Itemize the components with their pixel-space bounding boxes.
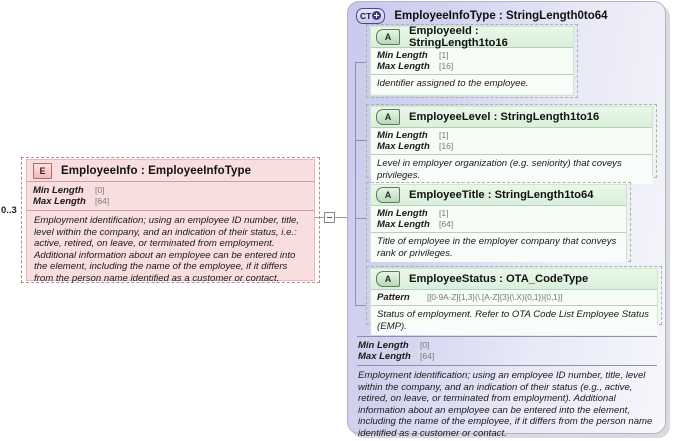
facet-value: [0] <box>95 185 105 195</box>
facet-name: Max Length <box>377 141 430 152</box>
complextype-header: CT EmployeeInfoType : StringLength0to64 <box>348 2 665 24</box>
facet-name: Min Length <box>33 185 84 196</box>
attribute-box-employeeid[interactable]: A EmployeeId : StringLength1to16 Min Len… <box>370 25 574 96</box>
facet-value: [[0-9A-Z]{1,3}(\.[A-Z]{3}(\.X){0,1}){0,1… <box>427 292 563 302</box>
attribute-badge-icon: A <box>376 187 400 203</box>
complextype-facets: Min Length [0] Max Length [64] <box>357 336 657 366</box>
facet-row: Min Length [0] <box>358 340 657 351</box>
attribute-facets: Min Length [1] Max Length [16] <box>371 128 652 155</box>
element-documentation: Employment identification; using an empl… <box>34 215 300 284</box>
element-title: EmployeeInfo : EmployeeInfoType <box>61 164 252 177</box>
attribute-title: EmployeeId : StringLength1to16 <box>409 25 508 49</box>
connector-stub <box>315 217 324 218</box>
facet-value: [64] <box>420 351 435 361</box>
facet-row: Min Length [1] <box>377 208 626 219</box>
facet-value: [64] <box>439 219 454 229</box>
facet-row: Max Length [16] <box>377 61 573 72</box>
complextype-documentation: Employment identification; using an empl… <box>358 370 653 439</box>
facet-row: Max Length [64] <box>377 219 626 230</box>
attribute-header: A EmployeeLevel : StringLength1to16 <box>371 107 652 128</box>
attribute-facets: Min Length [1] Max Length [64] <box>371 206 626 233</box>
facet-name: Max Length <box>33 196 86 207</box>
tree-branch-4 <box>355 305 366 306</box>
attribute-box-employeetitle[interactable]: A EmployeeTitle : StringLength1to64 Min … <box>370 184 627 263</box>
tree-branch-1 <box>355 62 366 63</box>
facet-value: [64] <box>95 196 110 206</box>
attribute-facets: Min Length [1] Max Length [16] <box>371 48 573 75</box>
attribute-badge-icon: A <box>376 29 400 45</box>
element-facets: Min Length [0] Max Length [64] <box>27 182 314 211</box>
complextype-bottom-block: Min Length [0] Max Length [64] Employmen… <box>357 336 657 440</box>
facet-row: Pattern [[0-9A-Z]{1,3}(\.[A-Z]{3}(\.X){0… <box>377 292 657 303</box>
facet-value: [1] <box>439 208 449 218</box>
attribute-documentation: Level in employer organization (e.g. sen… <box>371 155 652 185</box>
facet-name: Max Length <box>377 61 430 72</box>
attribute-badge-icon: A <box>376 109 400 125</box>
attribute-badge-icon: A <box>376 271 400 287</box>
facet-row: Max Length [16] <box>377 141 652 152</box>
facet-name: Min Length <box>377 130 428 141</box>
facet-row: Max Length [64] <box>358 351 657 362</box>
facet-name: Pattern <box>377 292 410 303</box>
attribute-documentation: Title of employee in the employer compan… <box>371 233 626 263</box>
tree-trunk-line <box>355 62 356 305</box>
attribute-dashed-outline-employeeid <box>366 24 578 98</box>
attribute-title: EmployeeTitle : StringLength1to64 <box>409 189 594 201</box>
facet-value: [16] <box>439 61 454 71</box>
attribute-title: EmployeeStatus : OTA_CodeType <box>409 273 589 285</box>
attribute-box-employeelevel[interactable]: A EmployeeLevel : StringLength1to16 Min … <box>370 106 653 185</box>
attribute-header: A EmployeeId : StringLength1to16 <box>371 25 573 49</box>
element-header: E EmployeeInfo : EmployeeInfoType <box>27 160 314 182</box>
attribute-header: A EmployeeTitle : StringLength1to64 <box>371 185 626 206</box>
element-box-employeeinfo[interactable]: E EmployeeInfo : EmployeeInfoType Min Le… <box>26 159 315 284</box>
tree-branch-2 <box>355 140 366 141</box>
facet-value: [0] <box>420 340 430 350</box>
complextype-badge-icon: CT <box>356 7 386 24</box>
complextype-title: EmployeeInfoType : StringLength0to64 <box>394 9 608 22</box>
expand-plus-icon[interactable] <box>372 11 382 20</box>
facet-value: [16] <box>439 141 454 151</box>
tree-branch-3 <box>355 218 366 219</box>
element-badge-icon: E <box>33 162 52 179</box>
facet-name: Min Length <box>358 340 409 351</box>
attribute-facets: Pattern [[0-9A-Z]{1,3}(\.[A-Z]{3}(\.X){0… <box>371 290 657 306</box>
facet-row: Min Length [1] <box>377 130 652 141</box>
cardinality-label: 0..3 <box>1 205 17 216</box>
facet-value: [1] <box>439 50 449 60</box>
facet-row: Min Length [1] <box>377 50 573 61</box>
complextype-badge-label: CT <box>360 10 372 21</box>
facet-row: Min Length [0] <box>33 185 314 196</box>
attribute-documentation: Identifier assigned to the employee. <box>371 75 573 93</box>
collapse-minus-icon[interactable] <box>324 212 335 223</box>
attribute-title: EmployeeLevel : StringLength1to16 <box>409 111 600 123</box>
facet-name: Min Length <box>377 50 428 61</box>
attribute-box-employeestatus[interactable]: A EmployeeStatus : OTA_CodeType Pattern … <box>370 268 658 336</box>
attribute-documentation: Status of employment. Refer to OTA Code … <box>371 306 657 336</box>
facet-name: Max Length <box>358 351 411 362</box>
facet-value: [1] <box>439 130 449 140</box>
facet-name: Max Length <box>377 219 430 230</box>
attribute-header: A EmployeeStatus : OTA_CodeType <box>371 269 657 290</box>
facet-name: Min Length <box>377 208 428 219</box>
facet-row: Max Length [64] <box>33 196 314 207</box>
element-dashed-outline <box>21 157 320 283</box>
